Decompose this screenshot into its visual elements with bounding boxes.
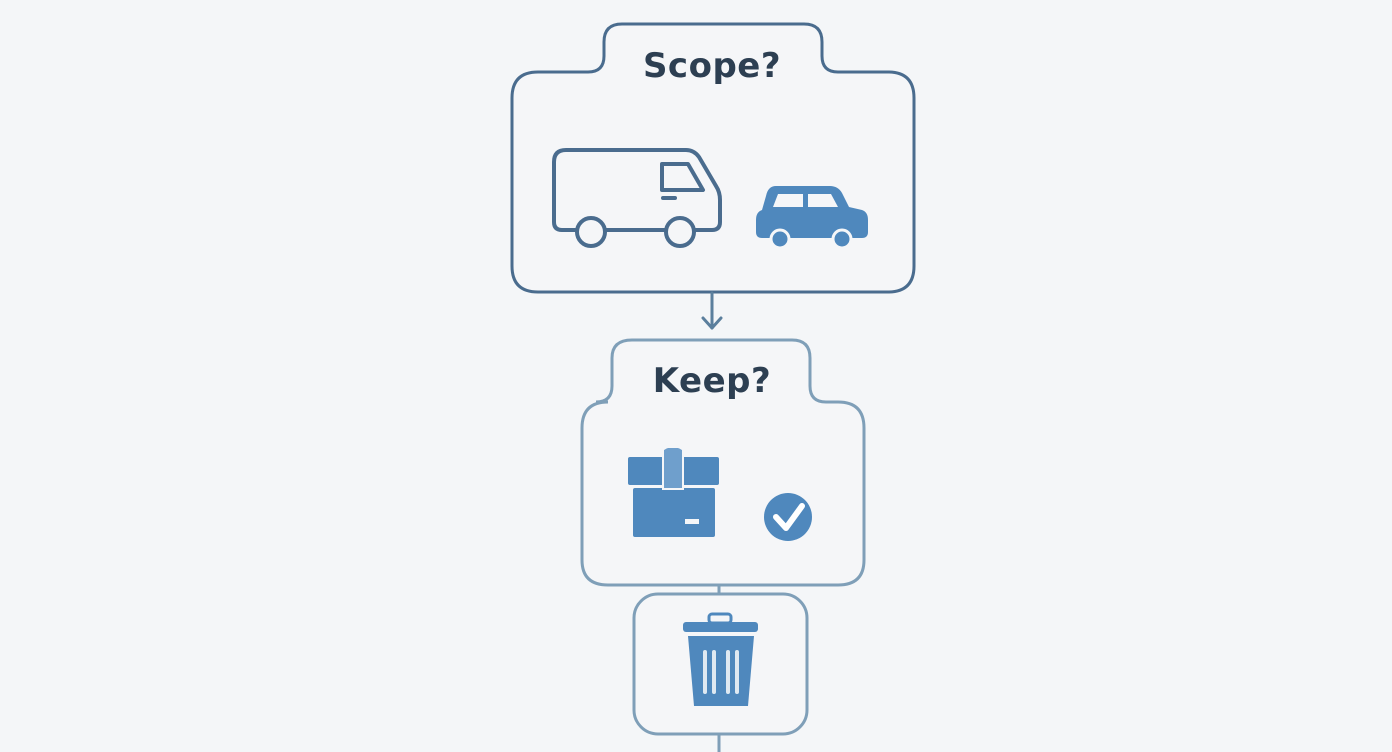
box-icon bbox=[628, 445, 719, 537]
arrow-connector-1 bbox=[701, 291, 723, 330]
van-icon bbox=[552, 148, 722, 248]
trash-can-icon bbox=[683, 612, 758, 706]
scope-step-label: Scope? bbox=[642, 46, 782, 86]
checkmark-icon bbox=[764, 493, 812, 541]
keep-step-label: Keep? bbox=[652, 361, 772, 401]
car-icon bbox=[756, 186, 868, 250]
